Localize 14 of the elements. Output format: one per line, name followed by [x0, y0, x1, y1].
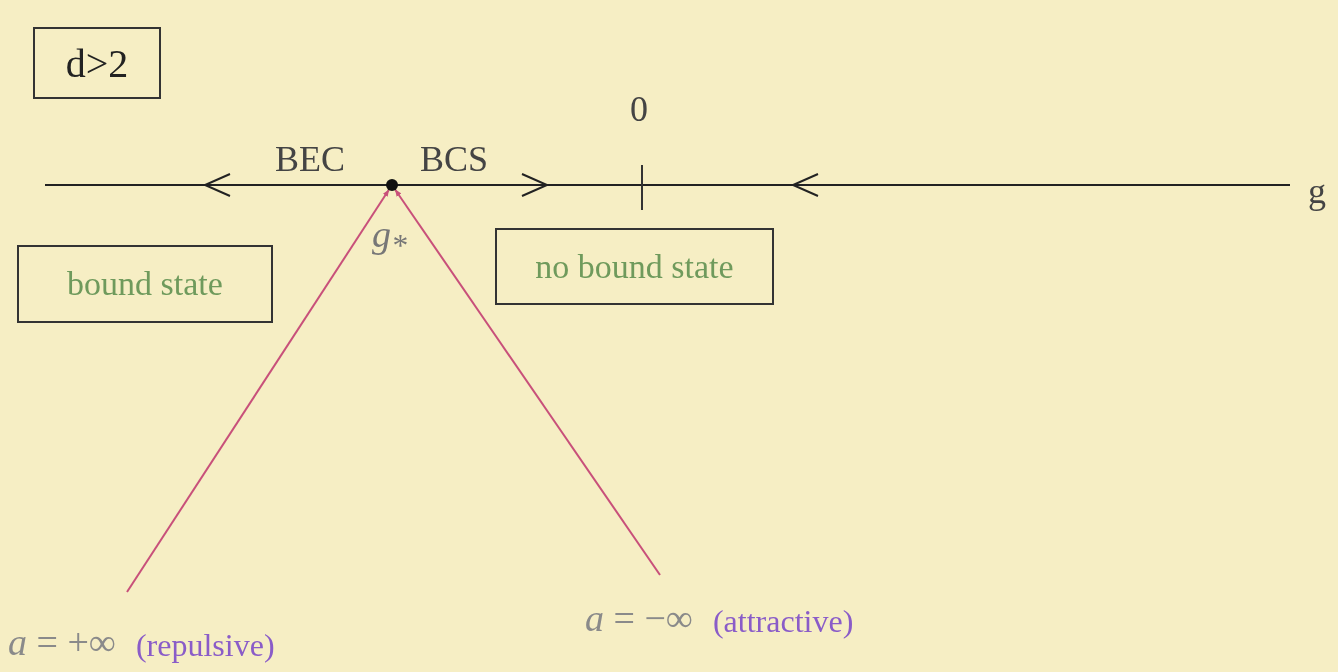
region-box: bound state [17, 245, 273, 323]
annotation-text: (attractive) [712, 603, 854, 640]
arrow [126, 189, 390, 593]
region-label: BCS [420, 138, 489, 180]
annotation-text: (repulsive) [135, 627, 275, 664]
arrow [394, 188, 661, 576]
axis-value: 0 [630, 88, 648, 130]
condition-box: d>2 [33, 27, 161, 99]
formula-text: a = +∞ [8, 620, 116, 664]
formula-text: a = −∞ [585, 596, 693, 640]
region-box: no bound state [495, 228, 774, 305]
axis-label: g [1308, 170, 1326, 212]
point-label: g$_{*}$ [372, 212, 407, 264]
region-label: BEC [275, 138, 345, 180]
